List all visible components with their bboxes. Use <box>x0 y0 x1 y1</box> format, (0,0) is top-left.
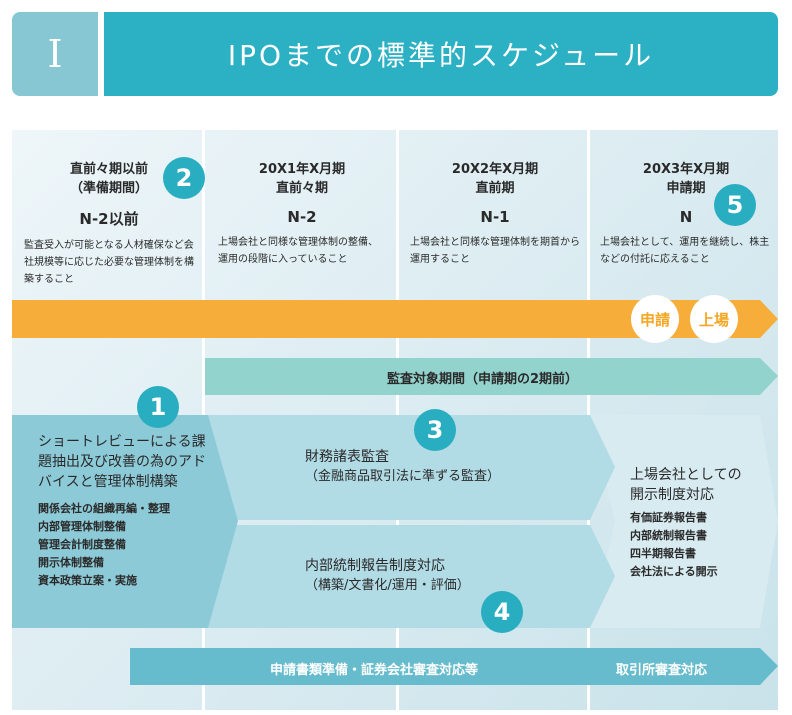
column-n2-before: 直前々期以前 （準備期間） N-2以前 監査受入が可能となる人材確保など会社規模… <box>24 160 194 288</box>
step1-title: ショートレビューによる課題抽出及び改善の為のアドバイスと管理体制構築 <box>38 434 206 490</box>
prep-arrow <box>130 648 778 685</box>
timeline-arrow <box>12 300 778 338</box>
shortreview-chevron <box>12 415 238 628</box>
audit-chevron <box>205 415 615 520</box>
period-desc: 上場会社として、運用を継続し、株主などの付託に応えること <box>600 237 770 265</box>
period-label: 直前々期以前 <box>69 162 148 177</box>
listed-chevron <box>590 415 778 628</box>
step-badge-4: 4 <box>481 591 523 633</box>
milestone-apply: 申請 <box>631 295 679 343</box>
step3-title: 財務諸表監査 <box>305 449 389 465</box>
period-code: N-2 <box>287 208 317 226</box>
step4-sub: （構築/文書化/運用・評価） <box>305 578 470 593</box>
milestone-listing: 上場 <box>690 295 738 343</box>
listed-item: 内部統制報告書 <box>630 529 707 542</box>
prep-label: 申請書類準備・証券会社審査対応等 <box>270 663 479 678</box>
period-label: 20X3年X月期 <box>642 162 730 177</box>
listed-box: 上場会社としての開示制度対応 有価証券報告書 内部統制報告書 四半期報告書 会社… <box>630 465 750 581</box>
period-desc: 上場会社と同様な管理体制を期首から運用すること <box>410 237 580 265</box>
step1-item: 関係会社の組織再編・整理 <box>38 502 170 515</box>
section-numeral: I <box>12 12 98 96</box>
period-code: N-2以前 <box>79 210 139 228</box>
period-sub: 直前々期 <box>275 181 328 196</box>
period-sub: （準備期間） <box>69 181 148 196</box>
column-n: 20X3年X月期 申請期 N 上場会社として、運用を継続し、株主などの付託に応え… <box>600 160 772 268</box>
period-sub: 申請期 <box>666 181 706 196</box>
step-badge-5: 5 <box>714 184 756 226</box>
step3-sub: （金融商品取引法に準ずる監査） <box>305 469 501 484</box>
step1-item: 開示体制整備 <box>38 556 104 569</box>
period-code: N-1 <box>480 208 510 226</box>
step1-box: ショートレビューによる課題抽出及び改善の為のアドバイスと管理体制構築 関係会社の… <box>38 432 208 590</box>
audit-period-label: 監査対象期間（申請期の2期前） <box>386 372 579 387</box>
period-label: 20X1年X月期 <box>258 162 346 177</box>
exchange-label: 取引所審査対応 <box>616 663 708 678</box>
column-n2: 20X1年X月期 直前々期 N-2 上場会社と同様な管理体制の整備、運用の段階に… <box>218 160 386 268</box>
listed-item: 有価証券報告書 <box>630 511 707 524</box>
step3-box: 財務諸表監査 （金融商品取引法に準ずる監査） <box>305 447 500 487</box>
column-n1: 20X2年X月期 直前期 N-1 上場会社と同様な管理体制を期首から運用すること <box>410 160 580 268</box>
period-code: N <box>679 208 693 226</box>
step4-title: 内部統制報告制度対応 <box>305 558 445 574</box>
listed-item: 四半期報告書 <box>630 547 696 560</box>
period-desc: 監査受入が可能となる人材確保など会社規模等に応じた必要な管理体制を構築すること <box>24 240 194 285</box>
step-badge-3: 3 <box>414 409 456 451</box>
step-badge-1: 1 <box>137 386 179 428</box>
audit-period-arrow <box>205 358 778 395</box>
page-title: IPOまでの標準的スケジュール <box>104 12 778 96</box>
step1-item: 内部管理体制整備 <box>38 520 126 533</box>
period-label: 20X2年X月期 <box>451 162 539 177</box>
step1-item: 管理会計制度整備 <box>38 538 126 551</box>
listed-title: 上場会社としての開示制度対応 <box>630 467 742 503</box>
step-badge-2: 2 <box>163 157 205 199</box>
step4-box: 内部統制報告制度対応 （構築/文書化/運用・評価） <box>305 556 470 596</box>
period-sub: 直前期 <box>475 181 515 196</box>
listed-item: 会社法による開示 <box>630 565 718 578</box>
period-desc: 上場会社と同様な管理体制の整備、運用の段階に入っていること <box>218 237 378 265</box>
step1-item: 資本政策立案・実施 <box>38 574 137 587</box>
